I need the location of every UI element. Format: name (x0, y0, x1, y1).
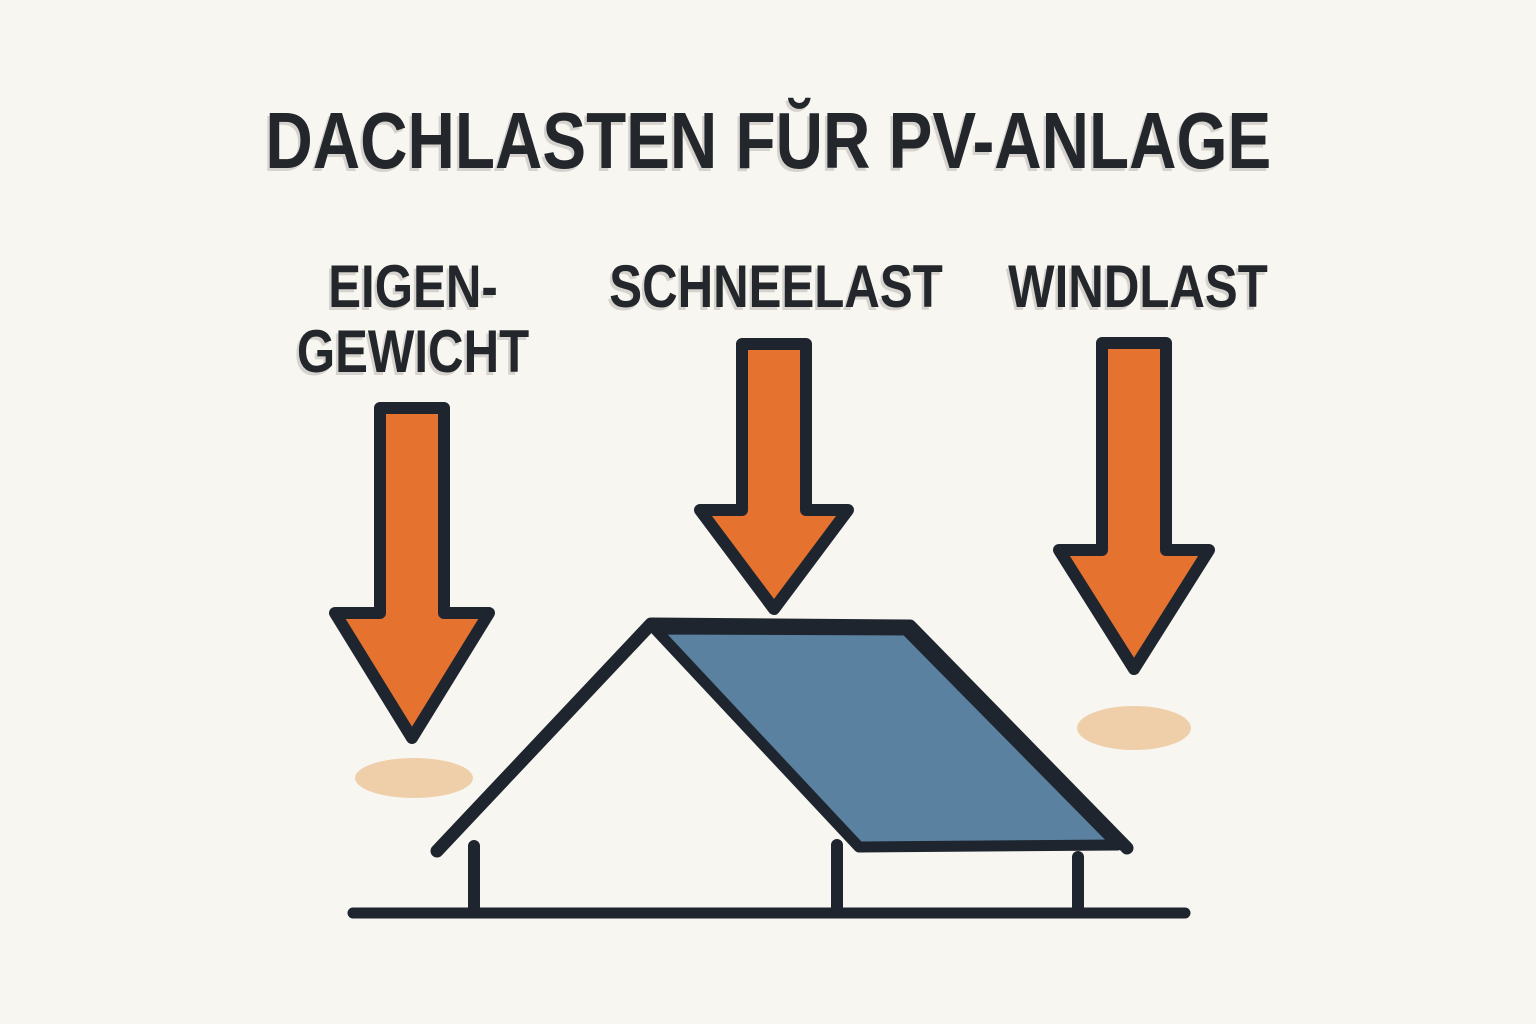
label-self-weight: EIGEN-GEWICHT (271, 254, 554, 384)
label-wind-load-text: WINDLAST (1008, 253, 1268, 320)
diagram-title-text: DACHLASTEN FŬR PV-ANLAGE (265, 96, 1271, 185)
pv-panel (649, 623, 1124, 853)
house-roof-outline (430, 617, 1134, 858)
label-snow-load: SCHNEELAST (573, 254, 980, 319)
wind-load-arrow-icon (1053, 337, 1215, 675)
ground-shadow-left (355, 758, 473, 798)
self-weight-arrow-icon (329, 402, 495, 744)
ground-shadow-right (1077, 706, 1191, 750)
label-self-weight-text: EIGEN-GEWICHT (296, 253, 530, 385)
label-wind-load: WINDLAST (980, 254, 1297, 319)
snow-load-arrow-icon (694, 338, 854, 615)
diagram-title: DACHLASTEN FŬR PV-ANLAGE (0, 96, 1536, 186)
house-wall-posts (468, 839, 1084, 916)
label-snow-load-text: SCHNEELAST (609, 253, 943, 320)
